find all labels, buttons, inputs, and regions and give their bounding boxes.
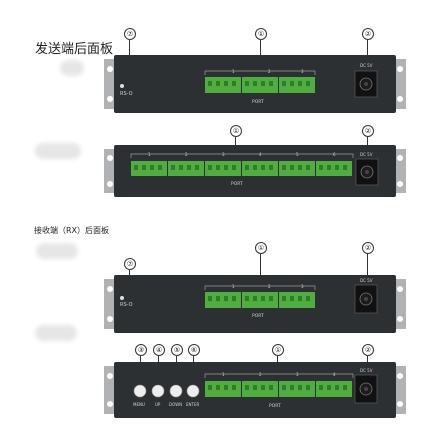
terminal-block-row [205,292,315,308]
button-label: MENU [133,402,145,407]
port-number: 4 [333,372,336,377]
mount-ear-right [394,59,406,109]
port-label: PORT [231,181,243,187]
port-label: PORT [252,313,264,319]
tx-rear-panel-6port: 1 2 3 4 5 6 PORT DC 5V [104,145,406,197]
left-label: RS-O [120,91,133,97]
rx-rear-panel-4port: RS-O 1 2 3 PORT DC 5V [104,275,406,333]
port-number: 6 [333,152,336,157]
leader-line [367,254,368,280]
tx-section-title: 发送端后面板 [35,42,114,57]
left-label: RS-O [120,302,133,308]
menu-button [133,384,147,398]
port-number: 5 [296,152,299,157]
port-number: 1 [232,69,235,74]
blurred-label [60,60,84,76]
callout-7: ⑦ [124,258,136,270]
power-label: DC 5V [360,368,373,373]
rx-section-title: 接收端（RX）后面板 [34,226,110,235]
port-number: 1 [148,152,151,157]
terminal-block-row [131,161,352,176]
callout-2: ② [362,242,374,254]
enter-button [186,384,200,398]
callout-6: ⑥ [188,344,200,356]
port-number: 2 [268,69,271,74]
power-label: DC 5V [360,63,373,68]
button-label: UP [155,402,161,407]
callout-1: ① [230,125,242,137]
blurred-label [35,143,81,159]
mount-ear-left [104,59,116,109]
port-label: PORT [269,403,281,409]
button-label: DOWN [169,402,182,407]
down-button [169,384,183,398]
leader-line [367,40,368,66]
blurred-label [35,325,77,341]
callout-1: ① [255,28,267,40]
power-label: DC 5V [360,278,373,283]
status-led [120,84,124,88]
callout-2: ② [362,344,374,356]
port-number: 3 [301,284,304,289]
port-label: PORT [252,99,264,105]
port-number: 2 [185,152,188,157]
callout-1: ① [255,242,267,254]
port-number: 2 [259,372,262,377]
up-button [151,384,165,398]
callout-2: ② [362,28,374,40]
button-label: ENTER [186,402,199,407]
rx-rear-panel-buttons: MENU UP DOWN ENTER 1 2 3 4 PORT DC 5V [104,362,406,418]
port-number: 3 [301,69,304,74]
port-number: 2 [268,284,271,289]
callout-2: ② [362,125,374,137]
terminal-block-row [205,77,315,93]
leader-line [260,254,261,290]
port-number: 4 [259,152,262,157]
port-number: 3 [296,372,299,377]
power-label: DC 5V [360,152,373,157]
status-led [120,296,124,300]
port-number: 1 [222,372,225,377]
port-number: 1 [232,284,235,289]
port-number: 3 [222,152,225,157]
callout-3: ③ [135,344,147,356]
callout-7: ⑦ [124,28,136,40]
blurred-label [36,243,78,259]
tx-rear-panel-4port: RS-O 1 2 3 PORT DC 5V [104,55,406,113]
callout-4: ④ [153,344,165,356]
callout-1: ① [272,344,284,356]
callout-5: ⑤ [171,344,183,356]
